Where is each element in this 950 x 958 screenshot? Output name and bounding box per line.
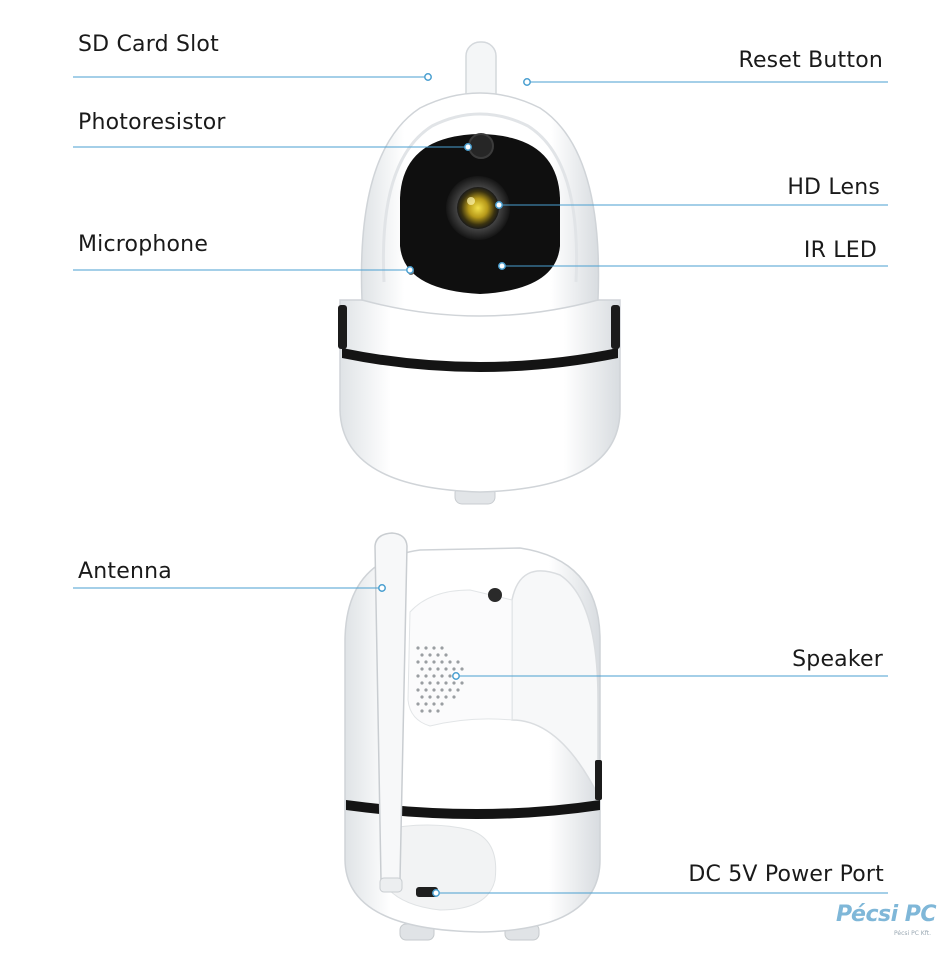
back-screw-hole bbox=[488, 588, 502, 602]
speaker-hole bbox=[424, 660, 428, 664]
speaker-hole bbox=[424, 688, 428, 692]
speaker-grille bbox=[416, 646, 464, 713]
speaker-hole bbox=[452, 695, 456, 699]
back-head-panel bbox=[511, 570, 599, 796]
front-left-accent bbox=[338, 305, 347, 349]
speaker-hole bbox=[432, 688, 436, 692]
speaker-hole bbox=[444, 695, 448, 699]
label-speaker: Speaker bbox=[792, 647, 883, 672]
speaker-hole bbox=[436, 667, 440, 671]
speaker-hole bbox=[428, 653, 432, 657]
speaker-hole bbox=[432, 660, 436, 664]
front-right-accent bbox=[611, 305, 620, 349]
watermark-logo: Pécsi PC Pécsi PC Kft. bbox=[836, 900, 946, 950]
speaker-hole bbox=[416, 702, 420, 706]
lens-glass bbox=[457, 187, 499, 229]
back-right-accent bbox=[595, 760, 602, 800]
front-lower-body bbox=[339, 299, 621, 493]
speaker-hole bbox=[420, 695, 424, 699]
speaker-hole bbox=[424, 646, 428, 650]
speaker-hole bbox=[452, 667, 456, 671]
label-microphone: Microphone bbox=[78, 232, 209, 257]
label-dc-power-port: DC 5V Power Port bbox=[688, 862, 884, 887]
speaker-hole bbox=[424, 702, 428, 706]
dot-reset-button bbox=[523, 78, 531, 86]
speaker-hole bbox=[432, 674, 436, 678]
lens-highlight bbox=[467, 197, 475, 205]
dot-ir-led bbox=[498, 262, 506, 270]
front-black-band bbox=[342, 348, 618, 372]
speaker-hole bbox=[432, 646, 436, 650]
speaker-hole bbox=[420, 681, 424, 685]
dot-hd-lens bbox=[495, 201, 503, 209]
front-camera bbox=[338, 41, 621, 505]
back-antenna-joint bbox=[379, 877, 403, 893]
speaker-hole bbox=[416, 660, 420, 664]
label-sd-card-slot: SD Card Slot bbox=[78, 32, 219, 57]
label-hd-lens: HD Lens bbox=[787, 175, 880, 200]
back-camera bbox=[344, 532, 602, 941]
label-antenna: Antenna bbox=[78, 559, 172, 584]
speaker-hole bbox=[436, 681, 440, 685]
dot-antenna bbox=[378, 584, 386, 592]
speaker-hole bbox=[420, 653, 424, 657]
speaker-hole bbox=[440, 646, 444, 650]
speaker-hole bbox=[420, 667, 424, 671]
speaker-hole bbox=[444, 667, 448, 671]
speaker-hole bbox=[428, 695, 432, 699]
watermark-subtext: Pécsi PC Kft. bbox=[894, 930, 932, 937]
speaker-hole bbox=[452, 681, 456, 685]
speaker-hole bbox=[456, 660, 460, 664]
label-photoresistor: Photoresistor bbox=[78, 110, 226, 135]
dot-speaker bbox=[452, 672, 460, 680]
speaker-hole bbox=[436, 695, 440, 699]
speaker-hole bbox=[428, 681, 432, 685]
back-black-band bbox=[346, 800, 600, 819]
dot-sd-card-slot bbox=[424, 73, 432, 81]
speaker-hole bbox=[428, 709, 432, 713]
speaker-hole bbox=[432, 702, 436, 706]
watermark-text: Pécsi PC bbox=[836, 902, 937, 927]
speaker-hole bbox=[416, 688, 420, 692]
photoresistor-sensor bbox=[468, 133, 494, 159]
label-reset-button: Reset Button bbox=[738, 48, 883, 73]
speaker-hole bbox=[424, 674, 428, 678]
speaker-hole bbox=[436, 709, 440, 713]
speaker-hole bbox=[460, 667, 464, 671]
speaker-hole bbox=[440, 674, 444, 678]
back-inner-shell bbox=[407, 589, 513, 727]
speaker-hole bbox=[436, 653, 440, 657]
speaker-hole bbox=[440, 688, 444, 692]
front-shell-rim bbox=[381, 112, 579, 283]
leader-dots bbox=[378, 73, 531, 897]
leader-lines bbox=[73, 76, 888, 894]
speaker-hole bbox=[444, 681, 448, 685]
speaker-hole bbox=[416, 646, 420, 650]
speaker-hole bbox=[448, 674, 452, 678]
speaker-hole bbox=[440, 702, 444, 706]
speaker-hole bbox=[440, 660, 444, 664]
speaker-hole bbox=[416, 674, 420, 678]
speaker-hole bbox=[444, 653, 448, 657]
speaker-hole bbox=[448, 660, 452, 664]
speaker-hole bbox=[456, 688, 460, 692]
speaker-hole bbox=[420, 709, 424, 713]
speaker-hole bbox=[448, 688, 452, 692]
speaker-hole bbox=[460, 681, 464, 685]
dot-microphone bbox=[406, 266, 414, 274]
back-rear-recess bbox=[379, 824, 497, 911]
dot-photoresistor bbox=[464, 143, 472, 151]
label-ir-led: IR LED bbox=[803, 238, 877, 263]
dot-dc-power-port bbox=[432, 889, 440, 897]
speaker-hole bbox=[428, 667, 432, 671]
